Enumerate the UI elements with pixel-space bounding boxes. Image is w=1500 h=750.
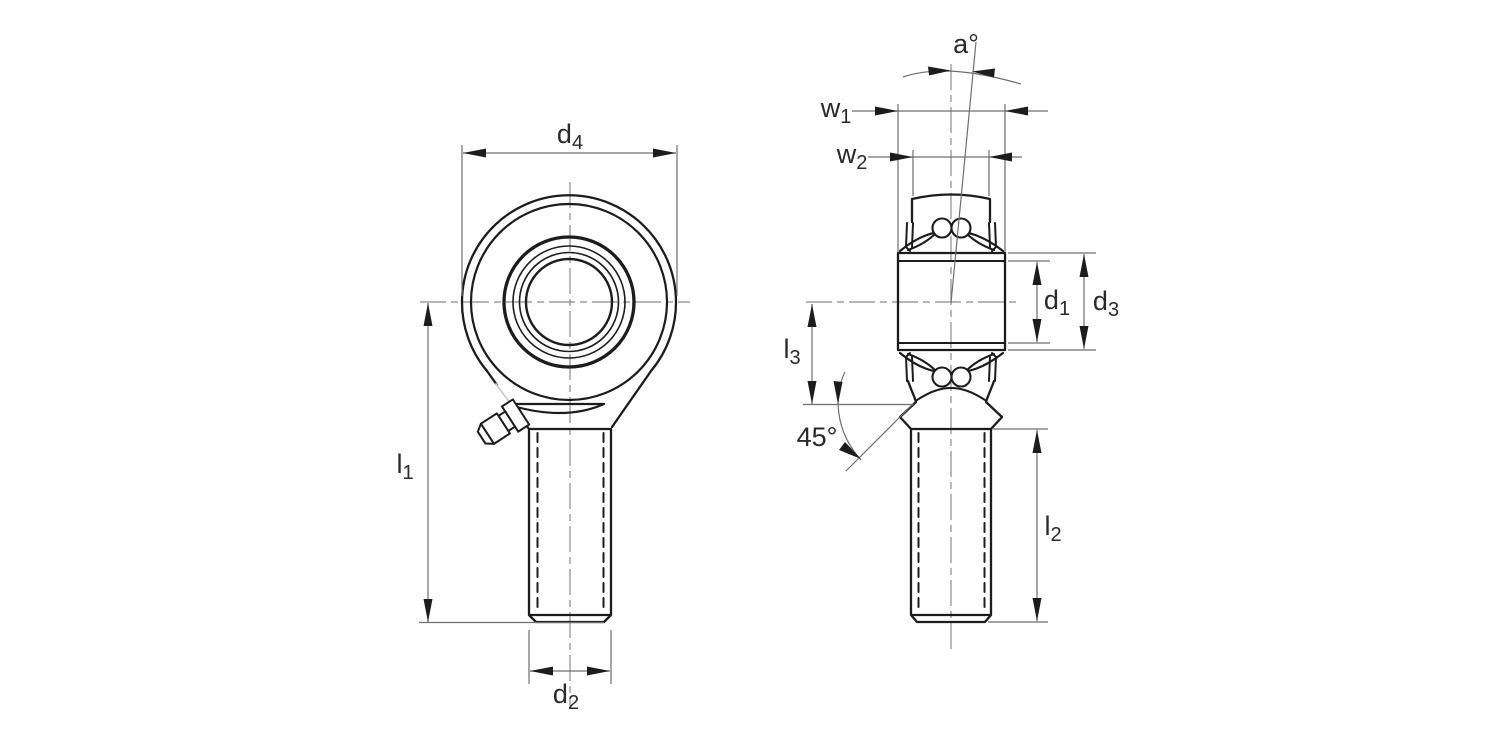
- arrowhead: [423, 599, 433, 622]
- arrowhead: [833, 381, 843, 404]
- inner-ring-rect: [896, 251, 1007, 352]
- arrowhead: [989, 152, 1012, 162]
- dim-label-a-angle: a°: [953, 28, 979, 59]
- dimensions: [419, 41, 1096, 684]
- outer-race-circle: [502, 235, 636, 369]
- front-view: [460, 194, 678, 624]
- race-swoop-left-bottom: [907, 353, 937, 372]
- arrowhead: [807, 304, 817, 327]
- dim-label-d2: d2: [552, 678, 580, 715]
- outer-ring-lip-right-bottom: [988, 352, 997, 382]
- arrowhead: [1032, 262, 1042, 285]
- angle-arc: [902, 70, 1022, 85]
- ball-top-left: [931, 217, 953, 239]
- housing-neck-right: [984, 379, 1004, 431]
- chamfer-extension-line: [845, 403, 914, 472]
- boss-face-arc: [511, 402, 606, 415]
- dim-label-45-angle: 45°: [796, 421, 838, 452]
- dim-l2: [988, 428, 1048, 623]
- grease-fitting-collar: [500, 398, 531, 433]
- head-ring-circle: [469, 202, 669, 402]
- grease-fitting: [476, 398, 531, 445]
- outer-ring-cap: [910, 193, 992, 224]
- inner-ring-od-circle: [518, 251, 620, 353]
- dim-label-d4: d4: [556, 118, 584, 155]
- arrowhead: [807, 381, 817, 404]
- dim-label-l3: l3: [783, 333, 801, 370]
- dim-w1: [852, 104, 1048, 252]
- dim-w2: [868, 150, 1022, 196]
- dim-l3: [803, 304, 913, 406]
- dim-label-w1: w1: [820, 92, 852, 129]
- ball-top-right: [950, 217, 972, 239]
- grease-fitting-hex-line: [479, 422, 495, 445]
- dim-l1: [419, 303, 604, 624]
- centerlines: [420, 64, 1019, 708]
- head-left-edge: [485, 369, 499, 387]
- dim-d1: [1008, 260, 1050, 344]
- arrowhead: [1032, 598, 1042, 621]
- dim-d2: [528, 630, 612, 684]
- race-edge-circle: [512, 245, 626, 359]
- arrowhead: [972, 68, 995, 78]
- arrowhead: [530, 666, 553, 676]
- outer-ring-lip-right-top: [988, 222, 997, 252]
- arrowhead: [928, 66, 951, 76]
- dim-45-angle: [833, 371, 914, 472]
- arrowhead: [1079, 254, 1089, 277]
- arrowhead: [423, 303, 433, 326]
- head-outline: [460, 194, 678, 429]
- arrowhead: [1079, 326, 1089, 349]
- thread-dashes-side: [917, 432, 986, 613]
- arrowhead: [653, 148, 676, 158]
- dim-label-l1: l1: [396, 448, 414, 485]
- dim-label-w2: w2: [836, 138, 868, 175]
- arrowhead: [1032, 319, 1042, 342]
- ball-bottom-right: [950, 366, 972, 388]
- shank-outline-side: [909, 427, 993, 624]
- bore-circle: [524, 257, 614, 347]
- arrowhead: [463, 148, 486, 158]
- arrowhead: [875, 106, 898, 116]
- arrowhead: [1005, 106, 1028, 116]
- thread-dashes: [536, 432, 605, 613]
- dim-label-l2: l2: [1044, 510, 1062, 547]
- neck-under-ball-curve: [916, 387, 986, 401]
- arrowhead: [587, 666, 610, 676]
- side-view: [896, 193, 1007, 624]
- housing-neck-left: [898, 379, 918, 431]
- arrowhead: [1032, 430, 1042, 453]
- dim-label-d3: d3: [1092, 285, 1120, 322]
- arrowhead: [839, 442, 861, 459]
- tilt-line: [950, 41, 977, 304]
- dim-label-d1: d1: [1043, 284, 1071, 321]
- dim-d4: [461, 145, 678, 296]
- dim-a-angle: [902, 41, 1022, 304]
- dim-d3: [1008, 252, 1096, 351]
- arrowhead: [890, 152, 913, 162]
- ball-bottom-left: [931, 366, 953, 388]
- chamfer-arc: [837, 371, 862, 461]
